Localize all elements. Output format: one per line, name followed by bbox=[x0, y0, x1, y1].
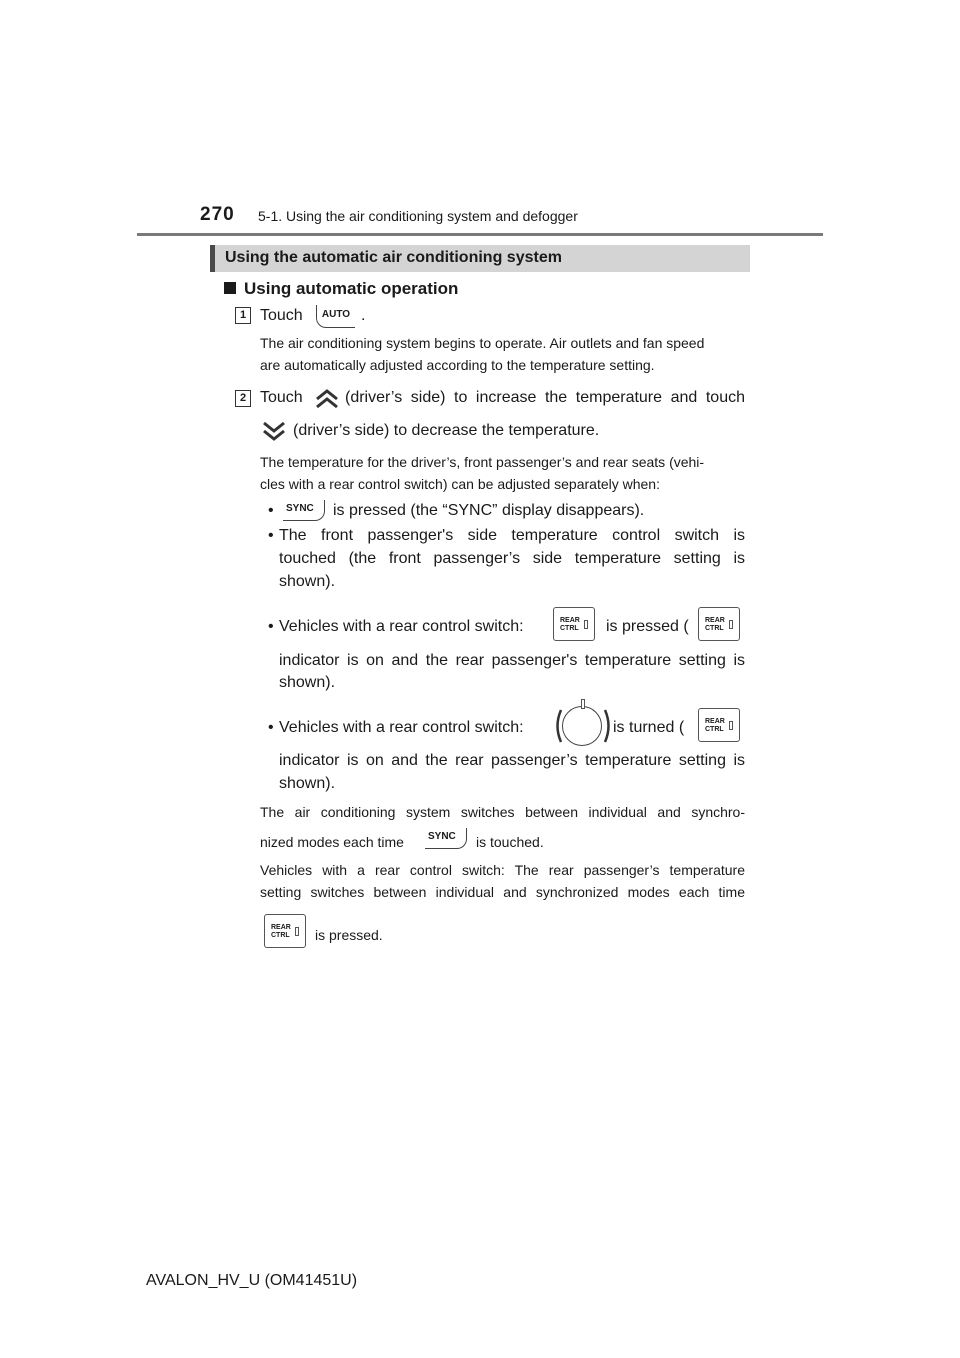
bullet-marker: • bbox=[268, 719, 274, 736]
rear-ctrl-button-icon: REAR CTRL bbox=[264, 914, 306, 948]
step2-touch-text: Touch bbox=[260, 389, 303, 406]
rear-ctrl-label-1: REAR bbox=[560, 617, 580, 624]
rear-ctrl-label-2: CTRL bbox=[271, 932, 290, 939]
section-heading-marker bbox=[210, 245, 215, 272]
chevron-down-icon bbox=[263, 421, 285, 441]
rear-ctrl-label-2: CTRL bbox=[705, 726, 724, 733]
header-rule bbox=[137, 233, 823, 236]
step2-note-line1: The temperature for the driver’s, front … bbox=[260, 454, 705, 470]
bullet1-text: is pressed (the “SYNC” display disappear… bbox=[333, 502, 645, 519]
bullet2-line2: touched (the front passenger’s side temp… bbox=[279, 550, 745, 567]
bullet4-line1-b: is turned ( bbox=[613, 719, 685, 736]
chapter-title: 5-1. Using the air conditioning system a… bbox=[258, 208, 578, 224]
rear-dial-icon bbox=[562, 699, 602, 746]
step1-touch-text: Touch bbox=[260, 307, 303, 324]
step-number-1: 1 bbox=[235, 307, 251, 324]
bullet4-line2: indicator is on and the rear passenger’s… bbox=[279, 752, 745, 769]
dial-rotate-arrows-icon bbox=[556, 709, 610, 743]
bullet-marker: • bbox=[268, 527, 274, 544]
rear-ctrl-button-icon: REAR CTRL bbox=[698, 708, 740, 742]
step-number-2: 2 bbox=[235, 390, 251, 407]
section-heading: Using the automatic air conditioning sys… bbox=[210, 245, 750, 272]
rear-ctrl-label-2: CTRL bbox=[560, 625, 579, 632]
footer-model-code: AVALON_HV_U (OM41451U) bbox=[146, 1272, 358, 1289]
bullet3-line3: shown). bbox=[279, 674, 336, 691]
rear-ctrl-label-1: REAR bbox=[705, 718, 725, 725]
auto-button-icon: AUTO bbox=[316, 305, 355, 328]
bullet4-line3: shown). bbox=[279, 775, 336, 792]
note2-line1: Vehicles with a rear control switch: The… bbox=[260, 862, 745, 878]
step2-note-line2: cles with a rear control switch) can be … bbox=[260, 476, 660, 492]
note2-line2: setting switches between individual and … bbox=[260, 884, 745, 900]
rear-ctrl-button-icon: REAR CTRL bbox=[553, 607, 595, 641]
indicator-icon bbox=[729, 721, 733, 730]
indicator-icon bbox=[581, 699, 585, 709]
section-title: Using the automatic air conditioning sys… bbox=[225, 249, 562, 266]
indicator-icon bbox=[584, 620, 588, 629]
step2-line1: (driver’s side) to increase the temperat… bbox=[345, 389, 745, 406]
step1-note-line1: The air conditioning system begins to op… bbox=[260, 335, 705, 351]
step1-period: . bbox=[361, 307, 366, 324]
sync-button-icon: SYNC bbox=[425, 828, 467, 849]
bullet3-line1-a: Vehicles with a rear control switch: bbox=[279, 618, 524, 635]
note2-line3: is pressed. bbox=[315, 927, 383, 943]
rear-ctrl-label-1: REAR bbox=[271, 924, 291, 931]
rear-ctrl-label-1: REAR bbox=[705, 617, 725, 624]
note1-line2-a: nized modes each time bbox=[260, 834, 404, 850]
bullet4-line1-a: Vehicles with a rear control switch: bbox=[279, 719, 524, 736]
indicator-icon bbox=[729, 620, 733, 629]
subsection-heading: Using automatic operation bbox=[224, 279, 458, 299]
page-number: 270 bbox=[200, 204, 235, 225]
bullet-marker: • bbox=[268, 502, 274, 519]
step1-note-line2: are automatically adjusted according to … bbox=[260, 357, 655, 373]
note1-line2-b: is touched. bbox=[476, 834, 544, 850]
rear-ctrl-label-2: CTRL bbox=[705, 625, 724, 632]
note1-line1: The air conditioning system switches bet… bbox=[260, 804, 745, 820]
chevron-up-icon bbox=[316, 389, 338, 409]
sync-button-icon: SYNC bbox=[283, 500, 325, 521]
bullet-marker: • bbox=[268, 618, 274, 635]
step2-line2: (driver’s side) to decrease the temperat… bbox=[293, 422, 600, 439]
bullet2-line3: shown). bbox=[279, 573, 336, 590]
rear-ctrl-button-icon: REAR CTRL bbox=[698, 607, 740, 641]
bullet3-line1-b: is pressed ( bbox=[606, 618, 689, 635]
subsection-title: Using automatic operation bbox=[244, 279, 459, 298]
square-bullet-icon bbox=[224, 282, 236, 294]
indicator-icon bbox=[295, 927, 299, 936]
bullet2-line1: The front passenger's side temperature c… bbox=[279, 527, 745, 544]
bullet3-line2: indicator is on and the rear passenger's… bbox=[279, 652, 745, 669]
